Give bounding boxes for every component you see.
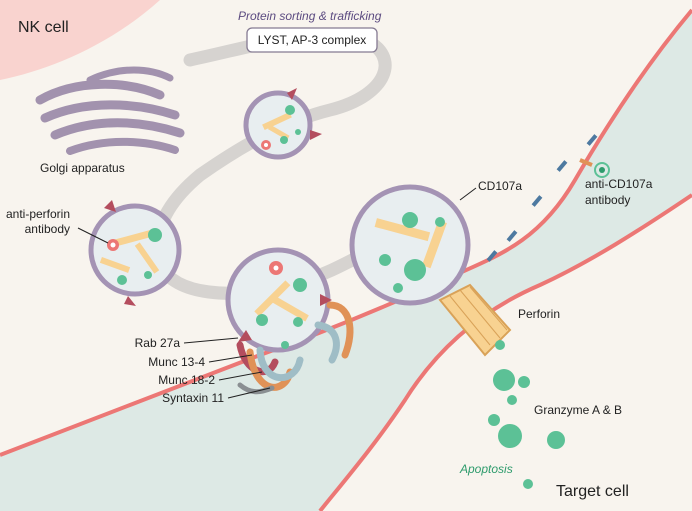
anti-perforin-label-line1: anti-perforin (6, 207, 70, 221)
munc13-label: Munc 13-4 (148, 355, 205, 369)
anti-cd107a-antibody-marker (579, 158, 610, 178)
nk-cell-nucleus (0, 0, 160, 80)
vesicle-anti-perforin (88, 200, 182, 306)
anti-perforin-label-line2: antibody (25, 222, 70, 236)
anti-cd107a-label-line2: antibody (585, 193, 630, 207)
anti-cd107a-label-line1: anti-CD107a (585, 177, 653, 191)
target-cell-body (320, 195, 692, 511)
lyst-complex-box (246, 27, 378, 53)
munc18-label: Munc 18-2 (158, 373, 215, 387)
golgi-label: Golgi apparatus (40, 161, 125, 175)
nk-cell-label: NK cell (18, 19, 69, 36)
cd107a-leader (459, 187, 477, 201)
golgi-apparatus (35, 66, 185, 155)
machinery-leaders (183, 337, 271, 399)
anti-perforin-leader (77, 227, 109, 244)
vesicle-small (243, 88, 322, 160)
vesicle-fusing (349, 184, 471, 306)
granzymes (488, 340, 565, 489)
perforin-pore (438, 283, 512, 357)
membrane-cd107a-markers (486, 134, 598, 262)
apoptosis-label: Apoptosis (459, 462, 513, 476)
target-cell-label: Target cell (556, 483, 629, 500)
perforin-label: Perforin (518, 307, 560, 321)
rab27a-label: Rab 27a (135, 336, 181, 350)
lyst-complex-label: LYST, AP-3 complex (258, 33, 367, 47)
fusion-machinery (236, 301, 354, 395)
vesicle-docking (225, 247, 332, 353)
syntaxin-label: Syntaxin 11 (162, 391, 224, 405)
protein-sorting-label: Protein sorting & trafficking (238, 9, 382, 23)
granzyme-label: Granzyme A & B (534, 403, 622, 417)
cd107a-label: CD107a (478, 179, 522, 193)
